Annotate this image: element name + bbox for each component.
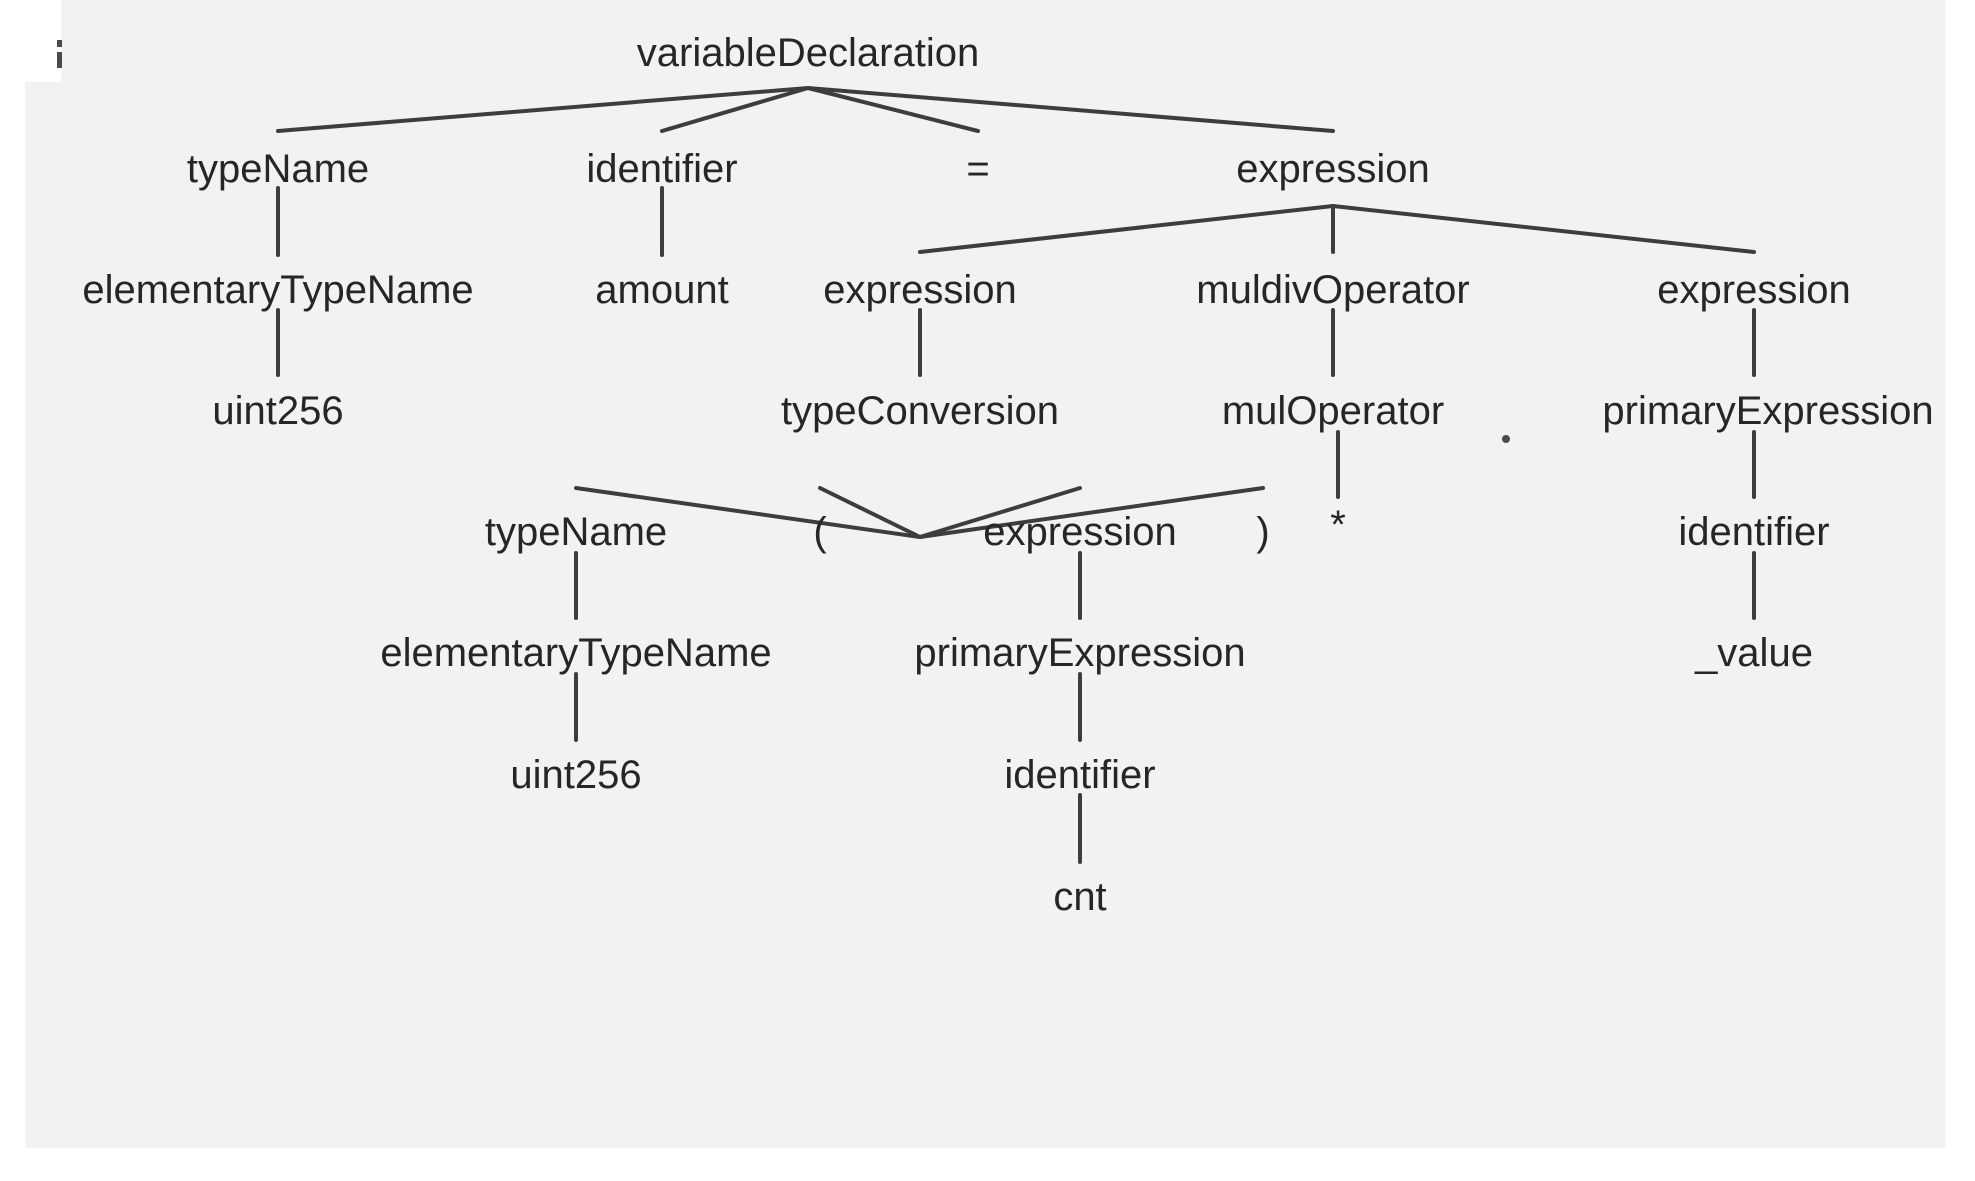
node-uint256-1: uint256 [212,389,343,433]
node-equals-token: = [966,147,989,191]
edge-typeConversion-to-lparen [818,486,922,539]
node-expression-1: expression [1236,147,1429,191]
edge-root-to-typeName [276,86,810,133]
node-typeName-2: typeName [485,510,667,554]
node-elementaryTypeName-2: elementaryTypeName [380,631,771,675]
node-lparen-token: ( [813,510,827,554]
node-elementaryTypeName-1: elementaryTypeName [82,268,473,312]
node-identifier-3: identifier [1004,753,1155,797]
edge-root-to-expression [806,86,1335,133]
node-identifier-1: identifier [586,147,737,191]
clipped-glyph-artifact [57,40,62,47]
node-identifier-2: identifier [1678,510,1829,554]
edge-root-to-identifier [660,86,810,133]
node-variableDeclaration: variableDeclaration [637,31,979,75]
clipped-glyph-artifact-tail [57,52,62,68]
edge-expression1-to-expression3 [1331,204,1756,254]
node-cnt: cnt [1053,875,1106,919]
node-primaryExpression-2: primaryExpression [914,631,1245,675]
stray-dot-artifact [1502,435,1510,443]
node-typeName-1: typeName [187,147,369,191]
node-value: _value [1694,631,1813,675]
tree-edges [276,86,1756,864]
node-star-token: * [1330,503,1346,547]
panel-corner-notch [25,0,61,82]
node-typeConversion: typeConversion [781,389,1059,433]
node-muldivOperator: muldivOperator [1196,268,1469,312]
edge-root-to-equals [806,86,980,133]
diagram-panel [25,0,1945,1148]
edge-typeConversion-to-typeName2 [574,486,922,539]
edge-expression1-to-expression2 [918,204,1335,254]
node-primaryExpression-1: primaryExpression [1602,389,1933,433]
node-rparen-token: ) [1256,510,1269,554]
node-expression-3: expression [1657,268,1850,312]
node-mulOperator: mulOperator [1222,389,1444,433]
node-amount: amount [595,268,728,312]
node-expression-4: expression [983,510,1176,554]
edge-typeConversion-to-expression4 [918,486,1082,539]
edge-typeConversion-to-rparen [918,486,1265,539]
tree-node-labels: variableDeclaration typeName identifier … [82,31,1933,919]
node-uint256-2: uint256 [510,753,641,797]
node-expression-2: expression [823,268,1016,312]
scan-artifacts [57,40,1510,443]
